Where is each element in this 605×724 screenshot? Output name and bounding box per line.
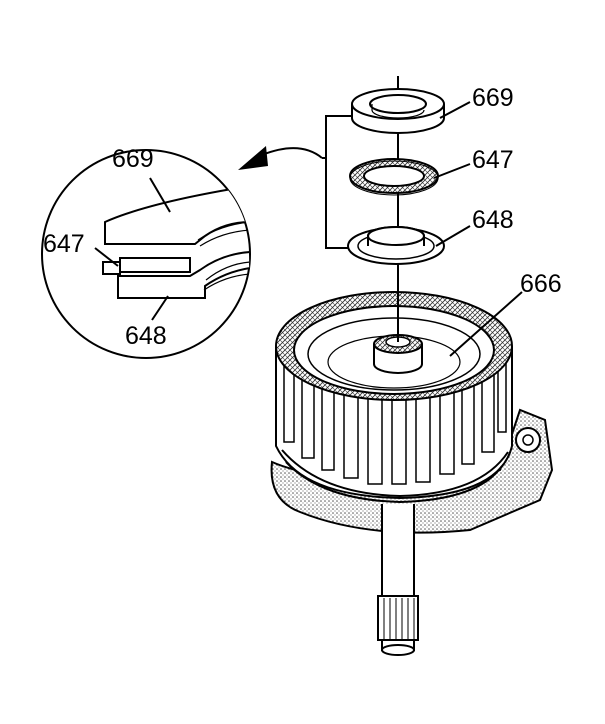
curved-arrow-icon <box>238 146 323 170</box>
label-648-detail: 648 <box>125 322 167 350</box>
washer-669 <box>351 88 445 134</box>
leader-669-detail <box>149 177 171 213</box>
leader-647-detail <box>94 247 119 267</box>
grouping-bracket <box>322 115 352 249</box>
label-669-main: 669 <box>472 84 514 112</box>
label-666-main: 666 <box>520 270 562 298</box>
thrust-bearing-647 <box>349 158 439 196</box>
clutch-housing-666 <box>270 290 554 656</box>
leader-648-detail <box>151 295 169 321</box>
detail-inset: 669 647 648 <box>41 145 251 359</box>
leader-648-main <box>435 225 471 247</box>
label-669-detail: 669 <box>112 145 154 173</box>
leader-647-main <box>433 163 471 179</box>
washer-648 <box>347 226 445 265</box>
label-648-main: 648 <box>472 206 514 234</box>
label-647-detail: 647 <box>43 230 85 258</box>
leader-666-main <box>449 291 523 357</box>
leader-669-main <box>439 101 471 119</box>
label-647-main: 647 <box>472 146 514 174</box>
